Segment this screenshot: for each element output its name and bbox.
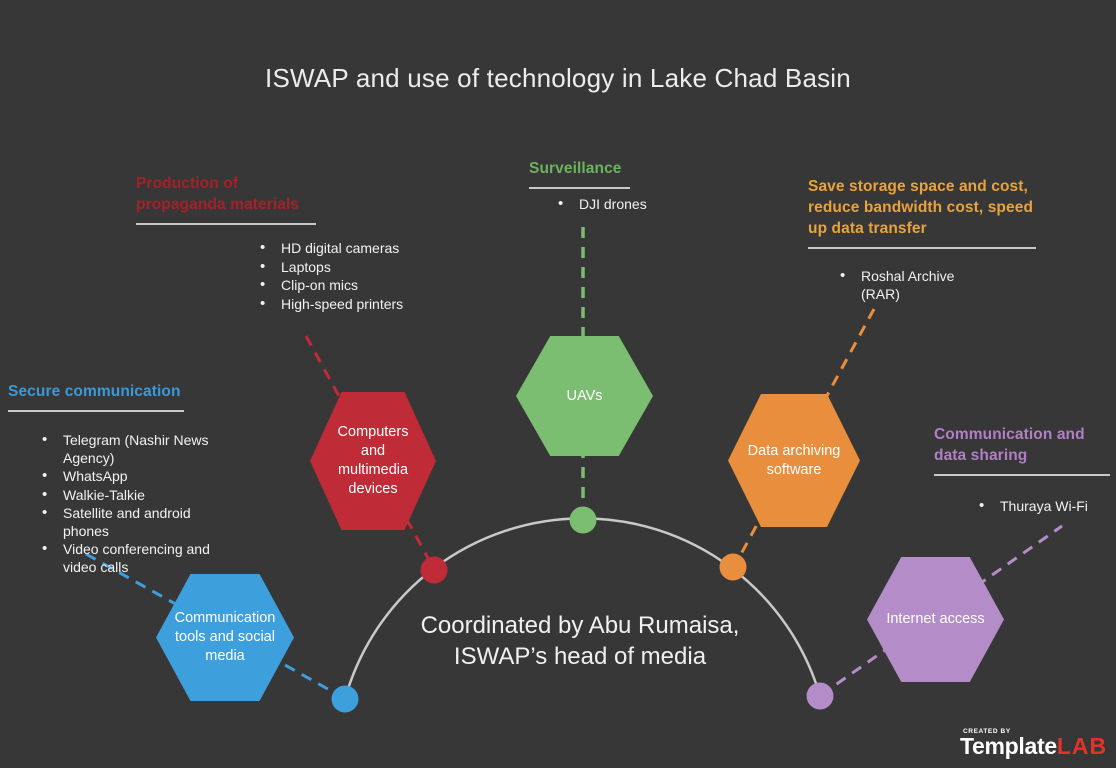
category-header-surveillance: Surveillance: [529, 158, 679, 189]
propaganda-production-list: HD digital camerasLaptopsClip-on micsHig…: [258, 239, 408, 314]
category-title: Surveillance: [529, 160, 622, 177]
hexagon-label: Computers and multimedia devices: [337, 424, 409, 497]
category-header-secure-communication: Secure communication: [8, 381, 208, 412]
category-header-communication-data-sharing: Communication and data sharing: [934, 424, 1110, 476]
orange-dashed-connector: [732, 308, 876, 568]
communication-data-sharing-list: Thuraya Wi-Fi: [977, 497, 1116, 517]
header-underline: [934, 474, 1110, 476]
surveillance-list: DJI drones: [556, 195, 686, 215]
hexagon-label: Data archiving software: [747, 442, 841, 478]
header-underline: [8, 410, 184, 412]
list-item: Video conferencing and video calls: [40, 540, 230, 576]
header-underline: [808, 247, 1036, 249]
category-header-storage-savings: Save storage space and cost, reduce band…: [808, 176, 1050, 249]
header-underline: [136, 223, 316, 225]
storage-savings-list: Roshal Archive (RAR): [838, 267, 956, 304]
category-title: Save storage space and cost, reduce band…: [808, 178, 1034, 237]
green-node-dot: [569, 506, 597, 534]
list-item: HD digital cameras: [258, 239, 408, 258]
list-item: Walkie-Talkie: [40, 486, 230, 505]
list-item: High-speed printers: [258, 295, 408, 314]
list-item: Roshal Archive (RAR): [838, 267, 956, 303]
list-item: Telegram (Nashir News Agency): [40, 431, 230, 467]
category-title: Secure communication: [8, 383, 181, 400]
category-header-propaganda-production: Production of propaganda materials: [136, 173, 331, 225]
hexagon-computers-multimedia: Computers and multimedia devices: [310, 392, 436, 530]
hexagon-label: Internet access: [886, 611, 985, 628]
category-title: Communication and data sharing: [934, 426, 1085, 464]
logo-created-by: CREATED BY: [963, 728, 1011, 735]
list-item: WhatsApp: [40, 467, 230, 486]
red-dashed-connector: [304, 335, 436, 570]
secure-communication-list: Telegram (Nashir News Agency)WhatsAppWal…: [40, 431, 230, 577]
purple-node-dot: [806, 682, 834, 710]
list-item: Laptops: [258, 258, 408, 277]
page-title: ISWAP and use of technology in Lake Chad…: [265, 63, 851, 93]
red-node-dot: [420, 556, 448, 584]
blue-node-dot: [331, 685, 359, 713]
logo-brand-text: Template: [960, 733, 1057, 759]
list-item: Clip-on mics: [258, 276, 408, 295]
list-item: Thuraya Wi-Fi: [977, 497, 1116, 516]
hexagon-label: UAVs: [566, 387, 603, 404]
hexagon-label: Communication tools and social media: [174, 610, 276, 664]
hexagon-communication-tools: Communication tools and social media: [156, 574, 294, 701]
list-item: Satellite and android phones: [40, 504, 230, 540]
templatelab-logo: CREATED BY TemplateLAB: [960, 728, 1107, 759]
orange-node-dot: [719, 553, 747, 581]
center-caption: Coordinated by Abu Rumaisa, ISWAP’s head…: [420, 612, 740, 670]
header-underline: [529, 187, 630, 189]
logo-brand-accent-text: LAB: [1056, 733, 1108, 759]
list-item: DJI drones: [556, 195, 686, 214]
category-title: Production of propaganda materials: [136, 175, 300, 213]
